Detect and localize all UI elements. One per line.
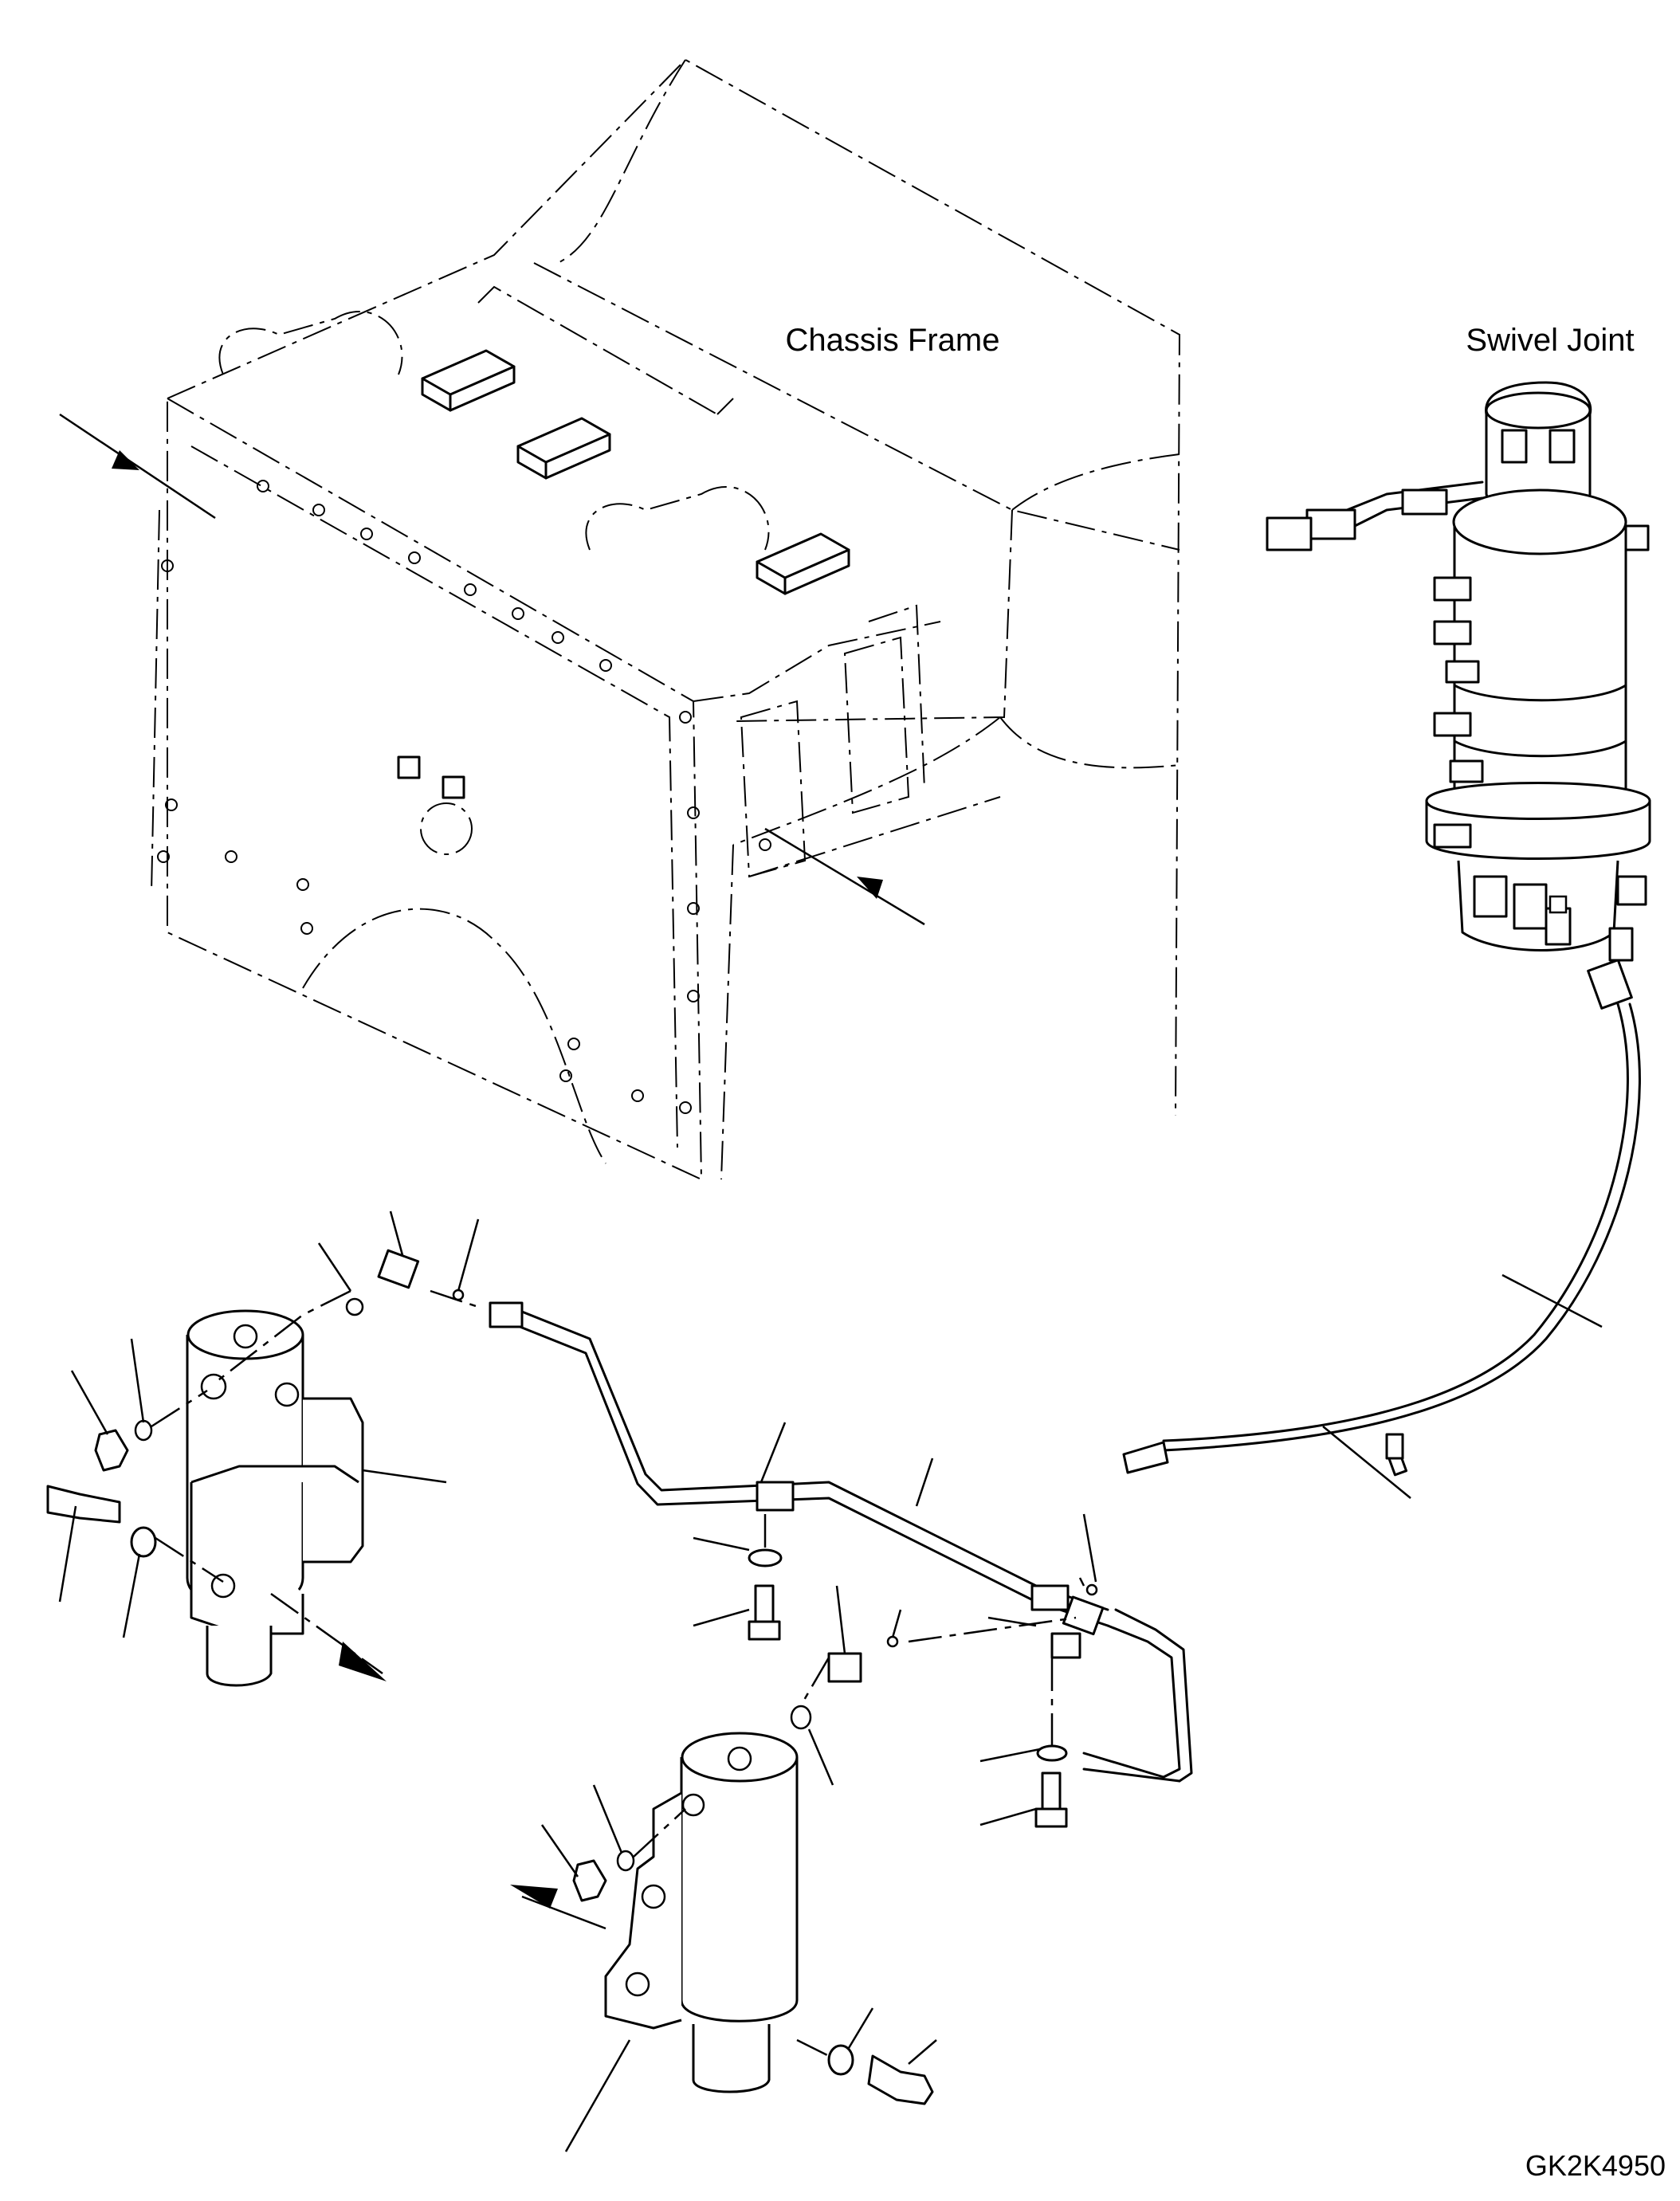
- cylinder-lower: [510, 1657, 937, 2152]
- tube-assembly: [317, 1210, 1193, 1828]
- cylinder-upper: [46, 1289, 447, 1687]
- chassis-frame: [59, 58, 1181, 1181]
- drawing-code: GK2K4950: [1525, 2149, 1666, 2182]
- swivel-joint-label: Swivel Joint: [1466, 323, 1634, 358]
- hose-assembly: [1122, 927, 1641, 1499]
- swivel-joint: [1266, 381, 1651, 951]
- chassis-frame-label: Chassis Frame: [786, 323, 1000, 358]
